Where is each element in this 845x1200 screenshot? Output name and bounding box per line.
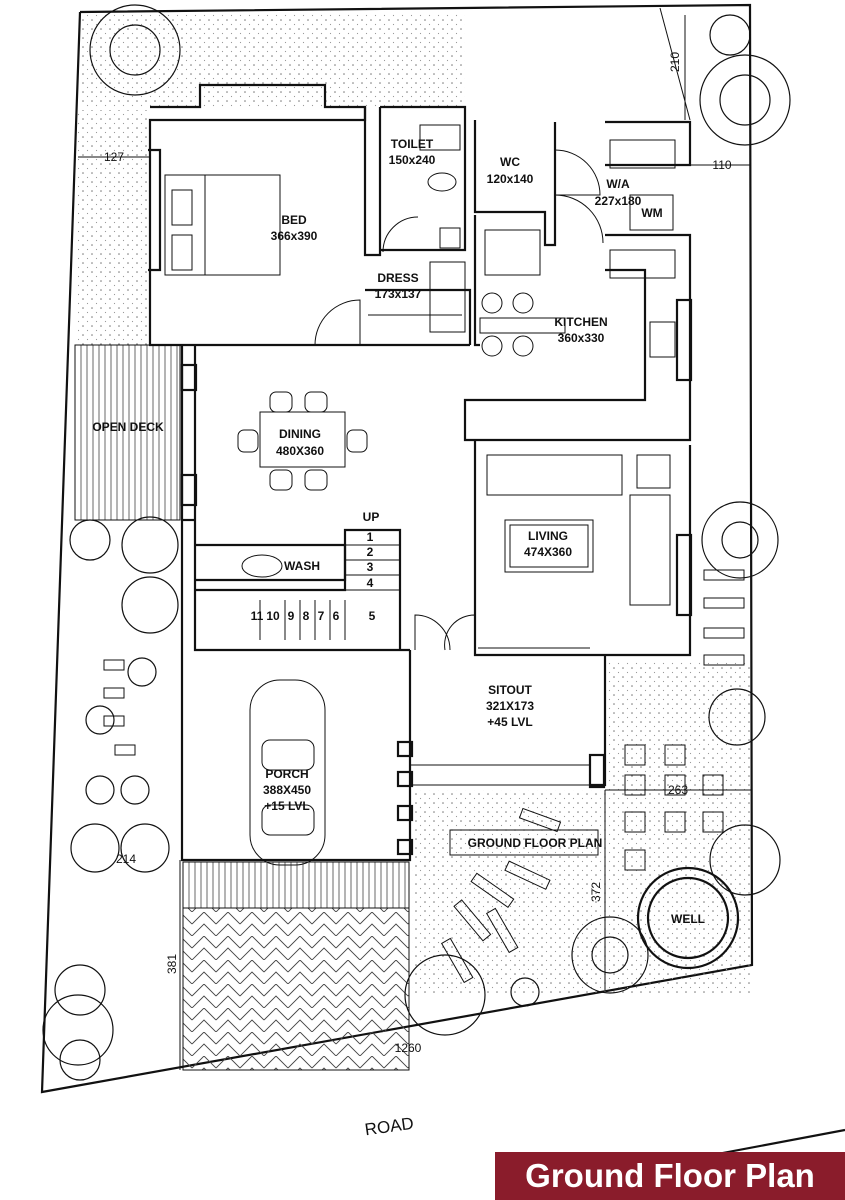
road-label: ROAD: [364, 1114, 415, 1140]
stair-step-11: 11: [251, 609, 264, 623]
sitout-level: +45 LVL: [487, 715, 532, 729]
dim-263: 263: [668, 783, 688, 797]
stair-step-6: 6: [333, 609, 340, 623]
top-garden: [80, 12, 465, 107]
driveway-paving: [182, 907, 410, 1071]
wash-label: WASH: [284, 559, 320, 573]
wa-size: 227x180: [595, 194, 642, 208]
dim-1260: 1260: [395, 1041, 422, 1055]
stair-step-2: 2: [367, 545, 374, 559]
open-deck-floor: [74, 344, 181, 521]
wa-label: W/A: [606, 177, 630, 191]
stair-step-7: 7: [318, 609, 325, 623]
dim-210: 210: [668, 52, 682, 72]
bed-size: 366x390: [271, 229, 318, 243]
living-size: 474X360: [524, 545, 572, 559]
wc-label: WC: [500, 155, 520, 169]
open-deck-label: OPEN DECK: [92, 420, 164, 434]
wc-size: 120x140: [487, 172, 534, 186]
sitout-label: SITOUT: [488, 683, 532, 697]
stair-step-3: 3: [367, 560, 374, 574]
stair-step-10: 10: [266, 609, 280, 623]
stair-step-8: 8: [303, 609, 310, 623]
porch-level: +15 LVL: [264, 799, 309, 813]
dress-label: DRESS: [377, 271, 418, 285]
dimension-lines: [78, 15, 752, 1070]
kitchen-size: 360x330: [558, 331, 605, 345]
living-label: LIVING: [528, 529, 568, 543]
well-inner: [646, 876, 730, 960]
dim-381: 381: [165, 954, 179, 974]
kitchen-label: KITCHEN: [554, 315, 607, 329]
floor-plan-label: GROUND FLOOR PLAN: [468, 836, 603, 850]
porch-steps: [182, 861, 410, 909]
dress-size: 173x137: [375, 287, 422, 301]
floor-plan-label-box: [449, 829, 599, 856]
dim-110: 110: [712, 158, 731, 172]
dim-127: 127: [104, 150, 124, 164]
paving-stones: [103, 569, 745, 984]
dining-size: 480X360: [276, 444, 324, 458]
left-garden: [78, 110, 150, 345]
door-swings: [314, 149, 604, 651]
toilet-label: TOILET: [391, 137, 434, 151]
exterior-walls: [148, 83, 693, 862]
dim-214: 214: [116, 852, 136, 866]
bed-label: BED: [281, 213, 307, 227]
toilet-size: 150x240: [389, 153, 436, 167]
wm-label: WM: [641, 206, 662, 220]
stair-step-4: 4: [367, 576, 374, 590]
stair-up-label: UP: [363, 510, 380, 524]
plan-title-banner: Ground Floor Plan: [495, 1152, 845, 1200]
dim-372: 372: [589, 882, 603, 902]
right-garden: [605, 660, 750, 790]
stair-step-1: 1: [367, 530, 374, 544]
stair-step-5: 5: [369, 609, 376, 623]
well-outer: [636, 866, 740, 970]
well-label: WELL: [671, 912, 705, 926]
porch-size: 388X450: [263, 783, 311, 797]
furniture: [164, 124, 676, 866]
tree-symbols: [42, 4, 791, 1081]
front-yard: [412, 790, 752, 995]
stair-step-9: 9: [288, 609, 295, 623]
porch-label: PORCH: [265, 767, 308, 781]
dining-label: DINING: [279, 427, 321, 441]
stair-lines: [259, 544, 400, 640]
sitout-size: 321X173: [486, 699, 534, 713]
